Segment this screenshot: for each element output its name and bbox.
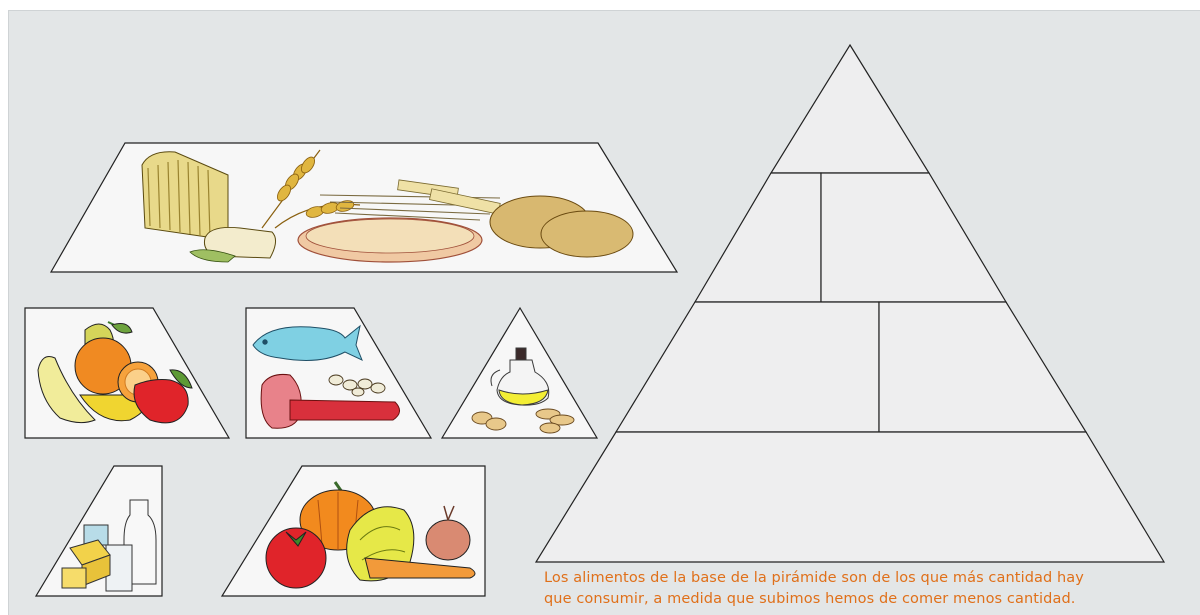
fruits-icon [37, 321, 193, 424]
vegetables-icon [265, 481, 476, 589]
protein-piece[interactable] [245, 307, 433, 439]
slot-row3-left[interactable] [614, 301, 880, 433]
dairy-piece[interactable] [34, 465, 163, 597]
slot-row2-right[interactable] [820, 172, 1008, 303]
dairy-icon [61, 499, 157, 592]
oil-piece[interactable] [440, 306, 599, 439]
slot-base[interactable] [534, 431, 1166, 563]
cereals-piece[interactable] [49, 142, 679, 273]
bread-icon [141, 151, 276, 263]
vegetables-piece[interactable] [220, 465, 486, 597]
almonds-icon [471, 408, 575, 434]
fruit-piece[interactable] [24, 307, 231, 439]
pasta-icon [297, 179, 501, 263]
instruction-text: Los alimentos de la base de la pirámide … [544, 568, 1184, 610]
food-pyramid [534, 43, 1166, 563]
fish-icon [252, 324, 363, 361]
potatoes-icon [489, 195, 634, 258]
slot-row3-right[interactable] [878, 301, 1088, 433]
slot-top[interactable] [769, 43, 931, 174]
instruction-line-1: Los alimentos de la base de la pirámide … [544, 570, 1084, 586]
meat-icon [260, 374, 400, 429]
instruction-line-2: que consumir, a medida que subimos hemos… [544, 591, 1076, 607]
wheat-icon [261, 149, 361, 229]
oil-bottle-icon [490, 347, 550, 406]
slot-row2-left[interactable] [693, 172, 822, 303]
nuts-icon [328, 374, 386, 397]
